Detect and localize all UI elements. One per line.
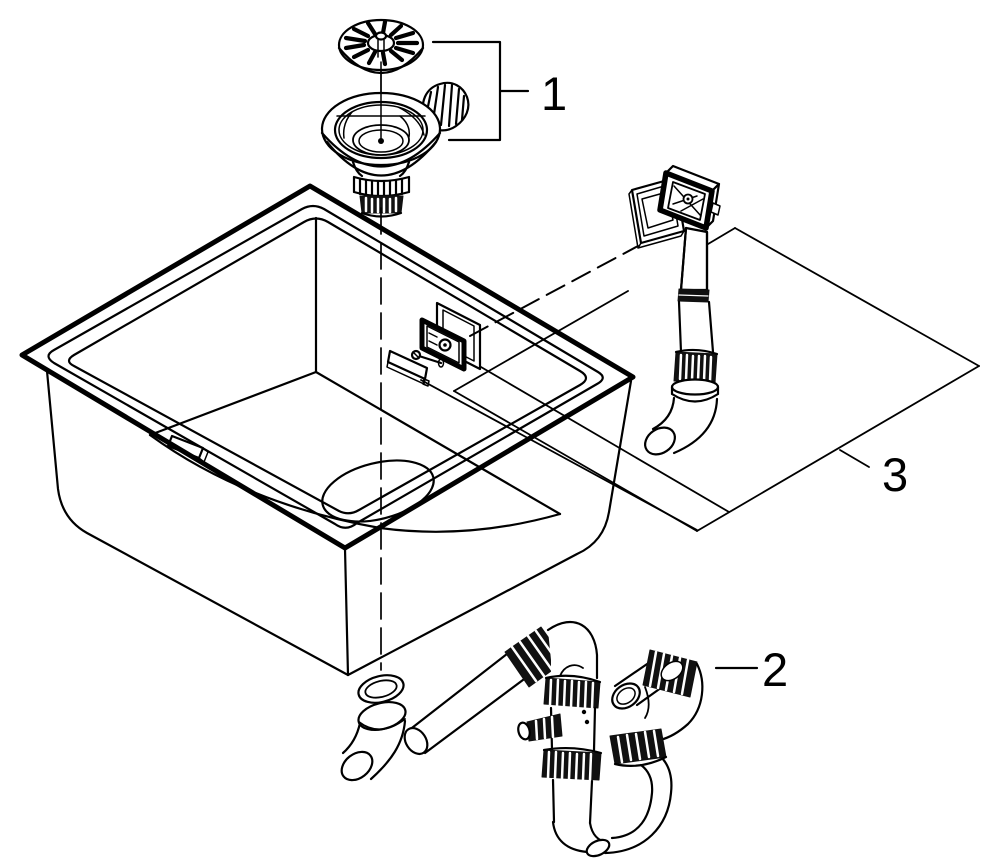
sink-front-corner-edge bbox=[343, 547, 350, 677]
overflow-assembly bbox=[628, 164, 721, 456]
sink-basin bbox=[19, 183, 636, 677]
sink-rim-outer bbox=[19, 183, 636, 551]
tee-body bbox=[517, 620, 611, 858]
alignment-line-overflow bbox=[469, 245, 639, 337]
trap-inlet-pipe bbox=[403, 641, 545, 756]
u-bend-pipe bbox=[603, 753, 673, 855]
leader-clamp-frame bbox=[480, 366, 730, 513]
drain-gasket-ring bbox=[357, 674, 405, 704]
cover-plate-bolt bbox=[417, 354, 443, 365]
mould-dot bbox=[581, 709, 587, 715]
callout-3-label: 3 bbox=[882, 448, 908, 501]
sink-floor-edge-left bbox=[148, 370, 318, 437]
hose-barb bbox=[517, 713, 563, 742]
sink-drain-recess bbox=[321, 459, 435, 523]
sink-floor-edge-right bbox=[314, 370, 562, 516]
overflow-housing bbox=[657, 164, 721, 231]
callout-1: 1 bbox=[431, 40, 567, 142]
second-inlet-elbow bbox=[609, 649, 704, 767]
callout-2: 2 bbox=[714, 643, 788, 696]
basket-strainer-assembly bbox=[320, 18, 470, 671]
strainer-plug bbox=[337, 18, 425, 74]
sink-overflow-slot bbox=[166, 434, 209, 463]
sink-wall-left bbox=[45, 369, 350, 677]
leader-cover-plate bbox=[420, 379, 698, 531]
mould-dot bbox=[584, 719, 590, 725]
strainer-body bbox=[320, 61, 470, 218]
trap-assembly bbox=[340, 620, 704, 858]
clamp-screw bbox=[438, 338, 452, 352]
callout-3-leader bbox=[839, 449, 870, 468]
callout-2-label: 2 bbox=[762, 643, 788, 696]
sink-rim-band bbox=[47, 204, 604, 529]
callout-1-bracket bbox=[431, 40, 530, 142]
clamp-plate bbox=[419, 317, 467, 372]
inlet-elbow bbox=[340, 701, 407, 782]
callout-1-label: 1 bbox=[541, 67, 567, 120]
overflow-elbow bbox=[644, 396, 719, 456]
sink-floor-front-curve bbox=[148, 433, 562, 533]
overflow-pipe bbox=[670, 226, 720, 403]
overflow-clamp-parts bbox=[386, 301, 482, 387]
sink-opening bbox=[67, 217, 588, 515]
strainer-plug-slots bbox=[343, 19, 420, 67]
sink-wall-right bbox=[346, 379, 633, 677]
